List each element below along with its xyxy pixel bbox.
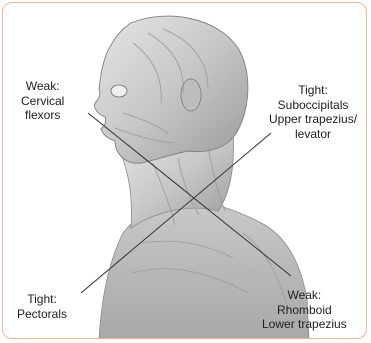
eye-shape xyxy=(111,85,127,97)
label-line: Lower trapezius xyxy=(262,317,347,332)
label-line: Weak: xyxy=(21,79,64,94)
label-tight-suboccipitals: Tight: Suboccipitals Upper trapezius/ le… xyxy=(269,83,357,141)
figure-frame: Weak: Cervical flexors Tight: Suboccipit… xyxy=(2,2,367,339)
label-line: Cervical xyxy=(21,94,64,109)
label-line: Rhomboid xyxy=(262,303,347,318)
label-line: Pectorals xyxy=(17,307,67,322)
label-line: levator xyxy=(269,127,357,142)
label-tight-pectorals: Tight: Pectorals xyxy=(17,292,67,321)
label-weak-rhomboid: Weak: Rhomboid Lower trapezius xyxy=(262,288,347,332)
label-line: Suboccipitals xyxy=(269,98,357,113)
label-weak-cervical-flexors: Weak: Cervical flexors xyxy=(21,79,64,123)
label-line: Tight: xyxy=(17,292,67,307)
label-line: Weak: xyxy=(262,288,347,303)
label-line: flexors xyxy=(21,108,64,123)
label-line: Tight: xyxy=(269,83,357,98)
label-line: Upper trapezius/ xyxy=(269,112,357,127)
ear-shape xyxy=(181,79,201,111)
